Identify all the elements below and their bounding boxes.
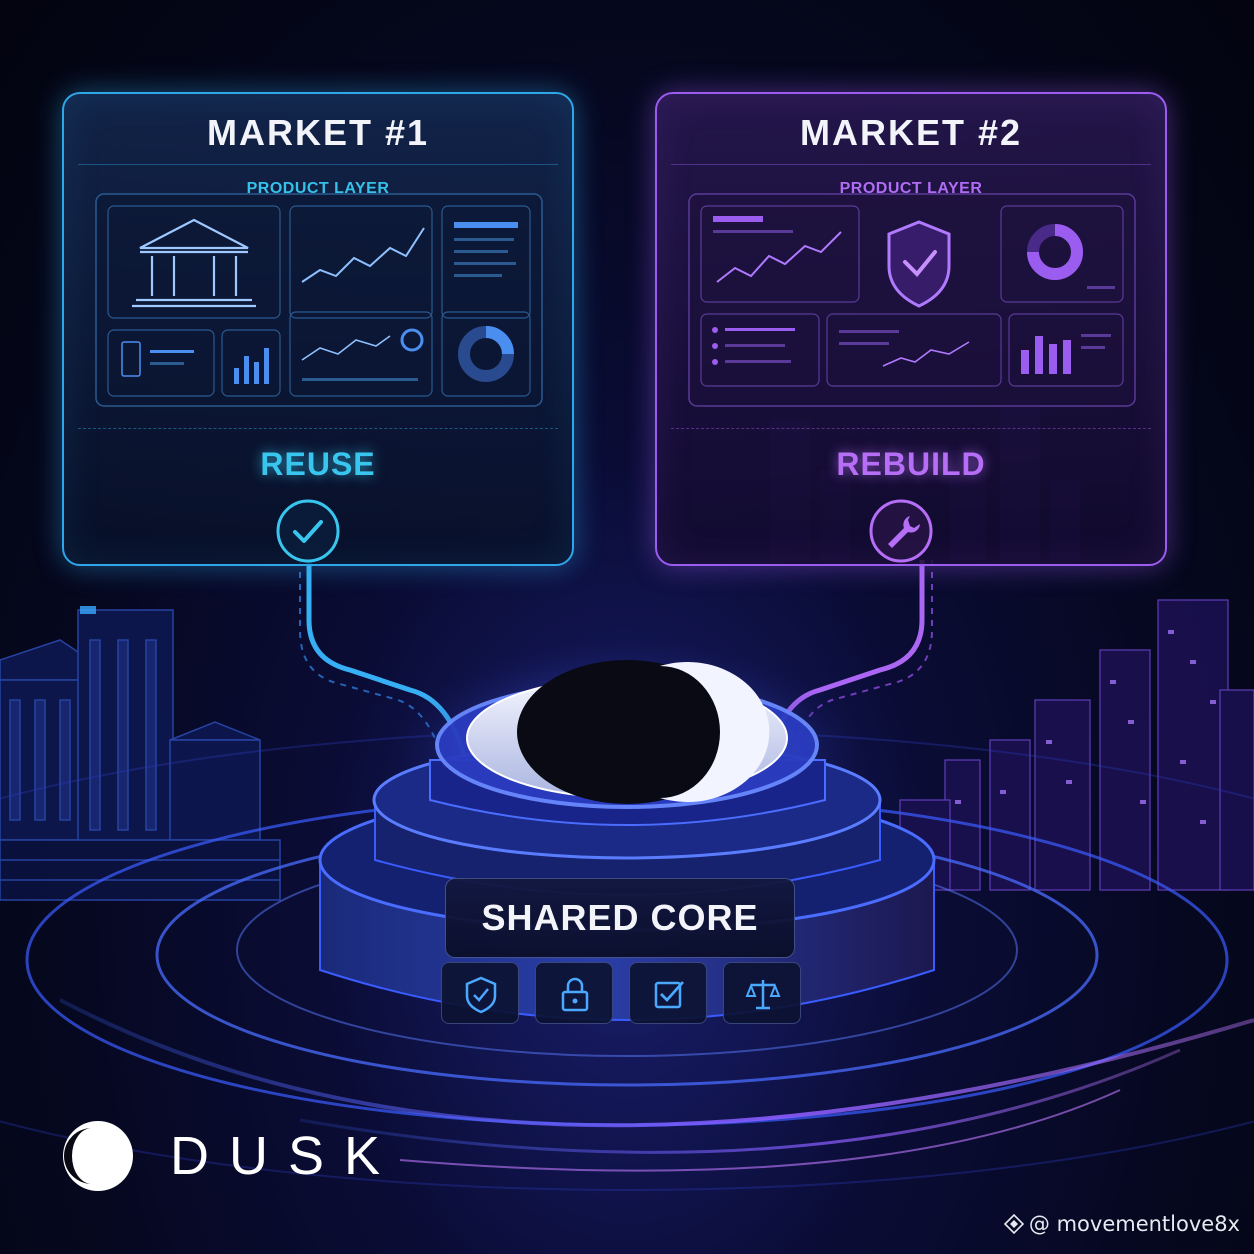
scales-icon (745, 980, 781, 1010)
list-widget (700, 313, 820, 387)
reuse-label: REUSE (260, 446, 376, 482)
core-icon-checkbox (629, 962, 707, 1024)
light-streak-1 (59, 998, 1254, 1128)
shield-check-icon (465, 976, 497, 1014)
trend-widget (289, 311, 433, 397)
market-2-dashed-divider (671, 428, 1151, 429)
padlock-icon (561, 977, 589, 1012)
left-classical-buildings (0, 609, 281, 901)
connector-left-dashed (299, 560, 446, 771)
market-1-panel: MARKET #1 PRODUCT LAYER (62, 92, 574, 566)
skyscraper-windows (955, 630, 1216, 824)
line-chart-widget (289, 205, 433, 319)
rebuild-label: REBUILD (836, 446, 986, 482)
light-streak-2 (299, 1048, 1181, 1154)
core-icon-scales (723, 962, 801, 1024)
wrench-icon (869, 499, 933, 563)
light-streak-3 (399, 1089, 1121, 1172)
market-2-dashboard-mockup (688, 193, 1136, 407)
dusk-crescent-logo (63, 1121, 133, 1191)
binance-diamond-icon (1003, 1214, 1024, 1234)
list-widget-top-right (441, 205, 531, 319)
line-chart-widget (700, 205, 860, 303)
market-1-product-layer-label: PRODUCT LAYER (246, 180, 390, 197)
brand-name: DUSK (170, 1126, 401, 1186)
market-2-header-divider (671, 164, 1151, 165)
market-2-panel: MARKET #2 PRODUCT LAYER (655, 92, 1167, 566)
checkbox-icon (654, 981, 685, 1009)
dusk-brand: DUSK (62, 1116, 400, 1196)
shared-core-label: SHARED CORE (445, 878, 795, 958)
bank-building-icon (107, 205, 281, 319)
market-1-title: MARKET #1 (206, 112, 430, 153)
watermark-handle-text: @ movementlove8x (1028, 1212, 1240, 1236)
bar-chart-widget (221, 329, 281, 397)
shield-check-large-icon (887, 220, 951, 308)
market-2-product-layer-label: PRODUCT LAYER (839, 180, 983, 197)
account-widget (107, 329, 215, 397)
market-1-dashed-divider (78, 428, 558, 429)
market-1-dashboard-mockup (95, 193, 543, 407)
donut-chart-widget (1000, 205, 1124, 303)
bar-chart-widget (1008, 313, 1124, 387)
trend-widget (826, 313, 1002, 387)
check-circle-icon (276, 499, 340, 563)
donut-chart-widget (441, 311, 531, 397)
core-icon-lock (535, 962, 613, 1024)
right-skyscrapers (899, 599, 1254, 891)
core-icon-shield (441, 962, 519, 1024)
market-1-header-divider (78, 164, 558, 165)
left-building-light (80, 606, 96, 614)
market-2-title: MARKET #2 (799, 112, 1023, 153)
watermark-handle: @ movementlove8x (1003, 1212, 1240, 1236)
